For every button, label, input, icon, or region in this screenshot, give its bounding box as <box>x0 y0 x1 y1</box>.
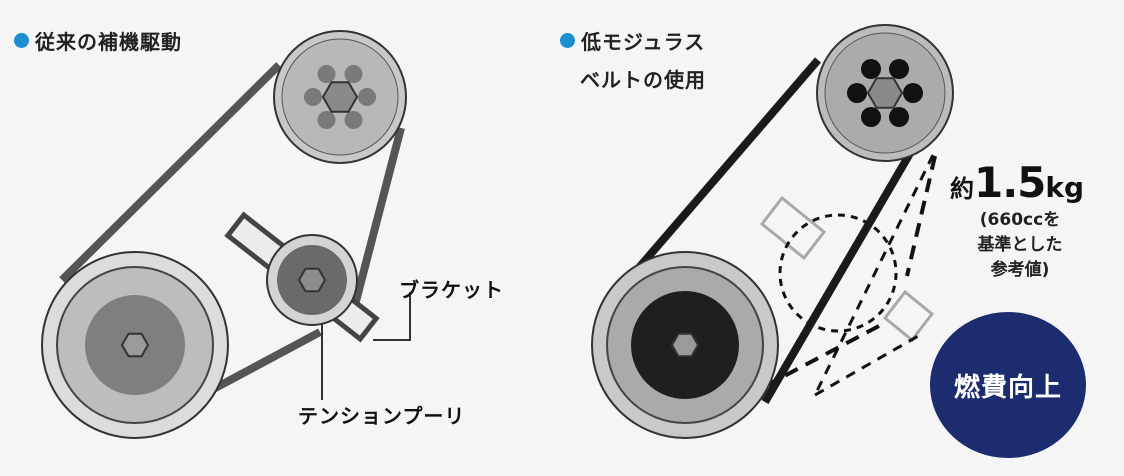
removed-bracket-ghost <box>759 195 935 343</box>
crank-pulley <box>591 251 779 439</box>
conventional-drive-panel: 従来の補機駆動 <box>0 0 560 476</box>
removed-tension-pulley-outline <box>778 213 898 333</box>
conventional-belt <box>59 62 405 397</box>
accessory-pulley <box>273 30 407 164</box>
bracket-leader-line <box>373 292 411 341</box>
badge-text: 燃費向上 <box>953 372 1062 403</box>
conventional-drive-diagram <box>41 30 411 439</box>
hex-bolt-icon <box>670 332 700 358</box>
hex-bolt-icon <box>120 332 150 358</box>
low-modulus-heading: 低モジュラス <box>560 26 705 55</box>
hex-bolt-icon <box>866 77 904 109</box>
low-modulus-belt <box>626 57 916 405</box>
bullet-dot-icon <box>14 33 29 48</box>
bullet-dot-icon <box>560 33 575 48</box>
tension-pulley-label: テンションプーリ <box>298 404 466 428</box>
crank-pulley <box>41 251 229 439</box>
tension-pulley <box>266 234 358 326</box>
conventional-heading: 従来の補機駆動 <box>14 26 182 55</box>
low-modulus-heading-line1: 低モジュラス <box>581 30 706 54</box>
fuel-efficiency-badge: 燃費向上 <box>930 312 1086 458</box>
hex-bolt-icon <box>321 81 359 113</box>
note-line-2: 基準とした <box>977 235 1063 255</box>
low-modulus-belt-panel: 低モジュラス ベルトの使用 <box>560 0 1124 476</box>
weight-prefix: 約 <box>950 175 974 203</box>
accessory-pulley <box>816 24 954 162</box>
weight-saving-value: 約1.5kg <box>950 158 1084 207</box>
note-line-1: (660ccを <box>979 210 1061 230</box>
low-modulus-drive-diagram <box>591 24 954 439</box>
weight-callout-lines <box>813 154 935 397</box>
low-modulus-heading-line2: ベルトの使用 <box>580 68 706 92</box>
conventional-heading-text: 従来の補機駆動 <box>35 30 182 54</box>
hex-bolt-icon <box>297 267 327 293</box>
weight-number: 1.5 <box>974 158 1046 207</box>
bracket-label: ブラケット <box>399 278 504 302</box>
note-line-3: 参考値) <box>990 260 1050 280</box>
reference-note: (660ccを 基準とした 参考値) <box>965 208 1075 283</box>
weight-unit: kg <box>1045 171 1085 204</box>
